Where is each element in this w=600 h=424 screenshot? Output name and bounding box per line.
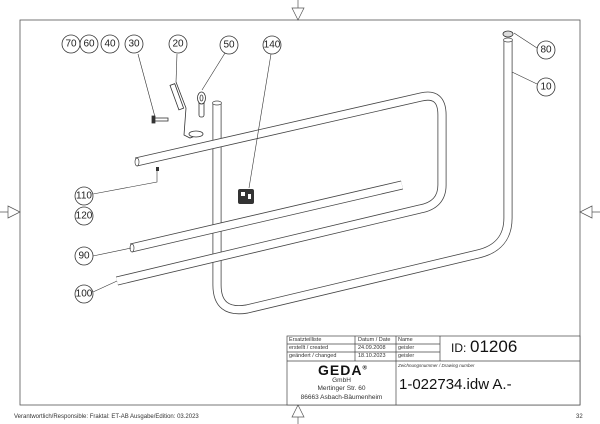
leader-lines bbox=[92, 32, 538, 293]
changed-date: 18.10.2023 bbox=[358, 353, 386, 359]
balloon-140: 140 bbox=[262, 35, 282, 55]
balloon-80: 80 bbox=[536, 40, 556, 60]
created-date: 24.09.2008 bbox=[358, 345, 386, 351]
balloon-70: 70 bbox=[61, 34, 81, 54]
centering-mark-right bbox=[579, 205, 600, 219]
balloon-60: 60 bbox=[79, 34, 99, 54]
svg-text:100: 100 bbox=[76, 289, 93, 300]
id-value: 01206 bbox=[470, 337, 518, 356]
centering-mark-bottom bbox=[291, 404, 305, 424]
svg-text:50: 50 bbox=[223, 40, 235, 51]
svg-text:90: 90 bbox=[78, 251, 90, 262]
svg-text:80: 80 bbox=[540, 45, 552, 56]
balloon-50: 50 bbox=[219, 35, 239, 55]
created-label: erstellt / created bbox=[289, 345, 329, 351]
balloon-20: 20 bbox=[168, 34, 188, 54]
eye-plate bbox=[197, 91, 206, 118]
id-label: ID: bbox=[451, 341, 467, 355]
svg-text:20: 20 bbox=[172, 39, 184, 50]
balloon-40: 40 bbox=[100, 34, 120, 54]
balloon-30: 30 bbox=[124, 34, 144, 54]
end-cap bbox=[502, 30, 514, 38]
balloon-100: 100 bbox=[74, 284, 94, 304]
balloon-10: 10 bbox=[536, 77, 556, 97]
date-header: Datum / Date bbox=[358, 337, 391, 343]
svg-text:70: 70 bbox=[65, 39, 77, 50]
geda-logo: GEDA® bbox=[318, 362, 368, 378]
created-name: geisler bbox=[398, 345, 415, 351]
svg-text:110: 110 bbox=[76, 191, 92, 202]
straight-tube bbox=[129, 180, 404, 253]
svg-text:30: 30 bbox=[128, 39, 140, 50]
svg-text:120: 120 bbox=[76, 211, 93, 222]
clamp bbox=[238, 189, 254, 204]
company-street: Mertinger Str. 60 bbox=[317, 385, 366, 392]
bolt bbox=[151, 115, 169, 124]
main-frame-tube bbox=[212, 37, 513, 315]
footer-responsible: Verantwortlich/Responsible: Fraktal: ET-… bbox=[14, 414, 199, 420]
title-block-grid bbox=[286, 335, 581, 406]
page-number: 32 bbox=[576, 414, 583, 420]
changed-label: geändert / changed bbox=[289, 353, 337, 359]
locking-lever bbox=[169, 81, 204, 139]
balloon-120: 120 bbox=[74, 206, 94, 226]
balloon-90: 90 bbox=[74, 246, 94, 266]
svg-text:140: 140 bbox=[264, 40, 281, 51]
parts-list-label: Ersatzteilliste bbox=[289, 337, 322, 343]
company-form: GmbH bbox=[332, 377, 351, 384]
company-city: 86663 Asbach-Bäumenheim bbox=[300, 394, 383, 401]
loop-tube bbox=[115, 91, 447, 286]
name-header: Name bbox=[398, 337, 413, 343]
balloon-110: 110 bbox=[74, 186, 94, 206]
svg-text:10: 10 bbox=[540, 82, 552, 93]
svg-text:60: 60 bbox=[83, 39, 95, 50]
centering-mark-top bbox=[291, 0, 305, 21]
screw bbox=[156, 167, 159, 171]
drawing-number-label: Zeichnungsnummer / Drawing number bbox=[398, 363, 475, 368]
centering-mark-left bbox=[0, 205, 21, 219]
svg-text:40: 40 bbox=[104, 39, 116, 50]
drawing-number: 1-022734.idw A.- bbox=[399, 376, 512, 393]
changed-name: geisler bbox=[398, 353, 415, 359]
